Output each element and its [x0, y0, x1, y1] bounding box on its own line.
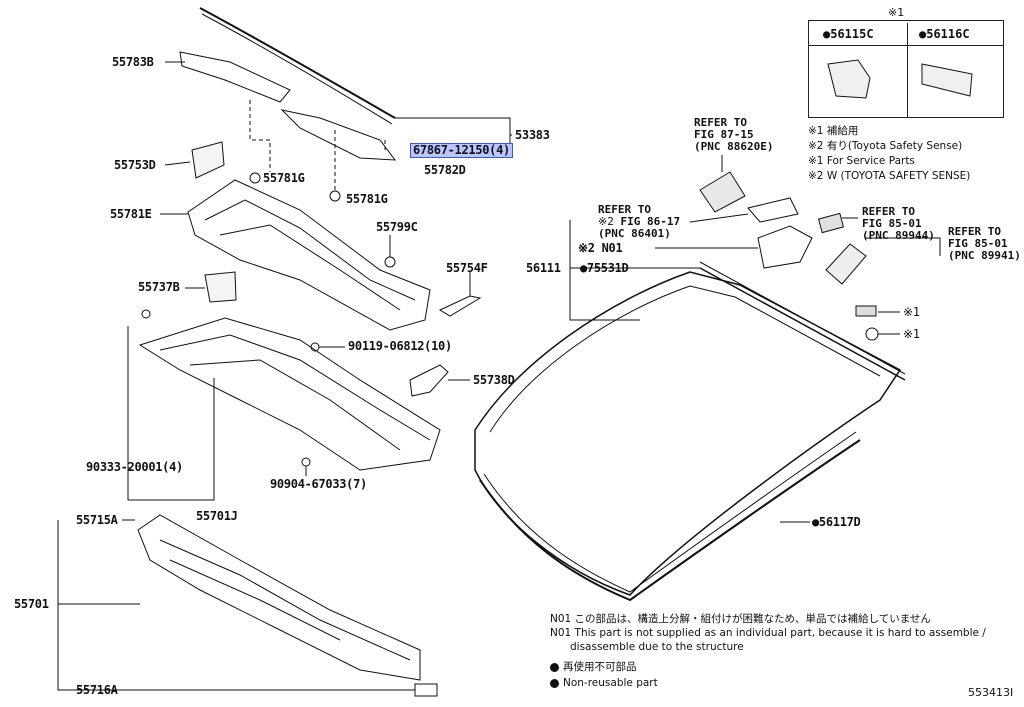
panel-55783B	[179, 51, 291, 103]
legend-notes: ※1 補給用 ※2 有り(Toyota Safety Sense) ※1 For…	[808, 124, 970, 184]
label-55781G-b: 55781G	[346, 192, 388, 206]
label-53383: 53383	[515, 128, 550, 142]
label-55783B: 55783B	[112, 55, 154, 69]
note-4: ※2 W (TOYOTA SAFETY SENSE)	[808, 170, 971, 182]
label-55701: 55701	[14, 597, 49, 611]
mirror-bracket-N01	[757, 225, 813, 269]
label-55715A: 55715A	[76, 513, 118, 527]
label-90333-20001: 90333-20001(4)	[86, 460, 183, 474]
molding-56117D	[479, 439, 861, 602]
label-56117D: ●56117D	[812, 515, 861, 529]
label-55716A: 55716A	[76, 683, 118, 697]
label-55781E: 55781E	[110, 207, 152, 221]
label-55782D: 55782D	[424, 163, 466, 177]
panel-55782D	[280, 109, 397, 161]
n01-note-en: N01 This part is not supplied as an indi…	[550, 627, 986, 639]
part-55754F	[438, 295, 482, 317]
sensor-88620E	[699, 171, 746, 213]
label-55781G-a: 55781G	[263, 171, 305, 185]
bullet-icon	[550, 662, 559, 672]
remote-89941	[825, 243, 867, 285]
nonreuse-jp: 再使用不可部品	[563, 661, 637, 673]
label-56111: 56111	[526, 261, 561, 275]
label-55738D: 55738D	[473, 373, 515, 387]
ref-fig-86-17[interactable]: REFER TO ※2 FIG 86-17 (PNC 86401)	[598, 203, 681, 240]
sensor-cover	[747, 197, 799, 223]
label-mark1-b: ※1	[903, 327, 920, 341]
label-75531D: ●75531D	[580, 261, 629, 275]
part-55738D	[409, 364, 449, 397]
label-90119-06812: 90119-06812(10)	[348, 339, 452, 353]
part-55753D	[191, 141, 225, 179]
label-55737B: 55737B	[138, 280, 180, 294]
n01-note-jp: N01 この部品は、構造上分解・組付けが困難なため、単品では補給していません	[550, 613, 931, 625]
windshield-56111	[474, 271, 902, 596]
bracket-55737B	[204, 271, 237, 303]
n01-note-en-cont: disassemble due to the structure	[570, 641, 744, 653]
cowl-top-55781E	[187, 179, 431, 331]
nonreuse-en: Non-reusable part	[563, 677, 658, 689]
legend-56115C: ●56115C	[823, 27, 874, 41]
legend-header-mark: ※1	[888, 6, 905, 19]
footer-notes: N01 この部品は、構造上分解・組付けが困難なため、単品では補給していません N…	[550, 612, 986, 690]
note-1: ※1 補給用	[808, 125, 859, 137]
label-67867-12150[interactable]: 67867-12150(4)	[410, 143, 513, 158]
label-55753D: 55753D	[114, 158, 156, 172]
inner-panel-55701J	[138, 317, 441, 471]
note-2: ※2 有り(Toyota Safety Sense)	[808, 140, 963, 152]
label-55799C: 55799C	[376, 220, 418, 234]
label-90904-67033: 90904-67033(7)	[270, 477, 367, 491]
label-mark1-a: ※1	[903, 305, 920, 319]
bullet-icon	[550, 678, 559, 688]
note-3: ※1 For Service Parts	[808, 155, 915, 167]
rubber-strip-53383	[199, 7, 396, 119]
service-parts-legend: ●56115C ●56116C	[808, 20, 1004, 118]
label-55754F: 55754F	[446, 261, 488, 275]
label-N01: ※2 N01	[578, 241, 623, 255]
legend-56116C: ●56116C	[919, 27, 970, 41]
diagram-id: 553413I	[968, 686, 1014, 699]
label-55701J: 55701J	[196, 509, 238, 523]
